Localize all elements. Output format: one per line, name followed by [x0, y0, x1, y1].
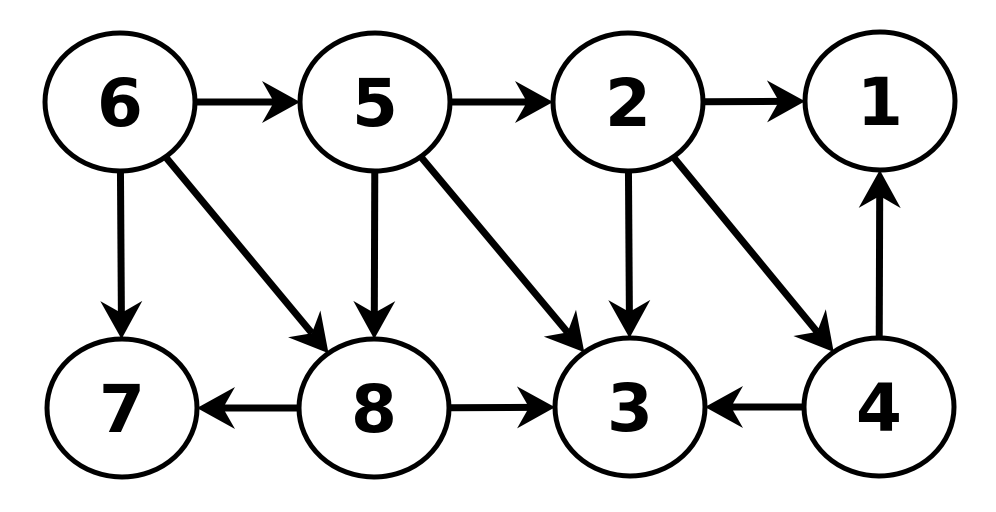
- edge-line: [162, 154, 315, 336]
- arrowhead-icon: [100, 300, 143, 339]
- arrowhead-icon: [515, 81, 553, 123]
- node-circle: [552, 335, 708, 479]
- edge-8-3: [448, 386, 555, 429]
- arrowhead-icon: [353, 300, 396, 339]
- arrowhead-icon: [766, 80, 805, 123]
- graph-node-4: 4: [801, 335, 957, 479]
- node-label: 2: [605, 65, 651, 142]
- edge-5-2: [450, 81, 553, 123]
- edge-line: [670, 154, 820, 335]
- edge-8-7: [197, 387, 299, 429]
- graph-node-6: 6: [42, 30, 198, 174]
- edge-4-1: [858, 170, 901, 339]
- edge-5-3: [418, 154, 585, 353]
- edge-2-1: [702, 80, 805, 123]
- node-circle: [44, 336, 200, 480]
- node-circle: [802, 29, 958, 173]
- edge-line: [116, 170, 125, 314]
- graph-node-1: 1: [802, 29, 958, 173]
- arrowhead-icon: [516, 386, 555, 429]
- graph-node-7: 7: [44, 336, 200, 480]
- node-label: 8: [351, 371, 397, 448]
- arrowhead-icon: [793, 309, 834, 352]
- arrowhead-icon: [197, 387, 235, 429]
- arrowhead-icon: [288, 310, 329, 354]
- edge-4-3: [705, 386, 804, 428]
- graph-node-3: 3: [552, 335, 708, 479]
- arrowhead-icon: [608, 299, 651, 338]
- edge-2-4: [670, 154, 834, 352]
- node-label: 3: [607, 370, 653, 447]
- node-label: 1: [857, 64, 903, 141]
- arrowhead-icon: [858, 170, 901, 209]
- edge-6-8: [162, 154, 329, 354]
- graph-node-2: 2: [550, 30, 706, 174]
- arrowhead-icon: [543, 309, 585, 353]
- node-label: 7: [99, 371, 145, 448]
- node-label: 5: [352, 65, 398, 142]
- node-circle: [296, 336, 452, 480]
- arrowhead-icon: [705, 386, 743, 428]
- node-circle: [801, 335, 957, 479]
- node-circle: [550, 30, 706, 174]
- edge-5-8: [353, 170, 396, 339]
- edge-6-5: [195, 81, 300, 123]
- edge-line: [418, 154, 571, 335]
- edge-line: [624, 170, 633, 313]
- edge-2-3: [608, 170, 651, 338]
- node-label: 6: [97, 65, 143, 142]
- graph-node-5: 5: [297, 30, 453, 174]
- node-circle: [297, 30, 453, 174]
- edge-6-7: [100, 170, 143, 339]
- graph-node-8: 8: [296, 336, 452, 480]
- node-circle: [42, 30, 198, 174]
- node-label: 4: [856, 370, 902, 447]
- arrowhead-icon: [262, 81, 300, 123]
